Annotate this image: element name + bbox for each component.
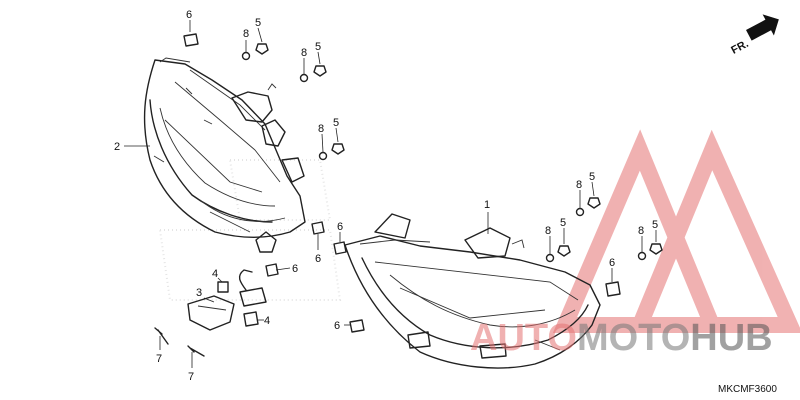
callout-1-headlight-right: 1 — [484, 199, 490, 211]
watermark-hub: HUB — [690, 317, 772, 359]
callout-5-e: 5 — [589, 171, 595, 183]
callout-8-d: 8 — [545, 225, 551, 237]
diagram-code: MKCMF3600 — [718, 384, 777, 395]
front-direction-label: FR. — [729, 38, 750, 57]
watermark-text: AUTOMOTOHUB — [470, 317, 773, 359]
grommet-clip-lower — [349, 319, 365, 333]
callout-2-headlight-left: 2 — [114, 141, 120, 153]
callout-6-d: 6 — [292, 263, 298, 275]
grommet-clips-left — [265, 221, 347, 277]
callout-6-c: 6 — [337, 221, 343, 233]
watermark-auto: AUTO — [470, 317, 577, 359]
callout-8-f: 8 — [638, 225, 644, 237]
callout-8-b: 8 — [301, 47, 307, 59]
bolt-washer-group-right — [545, 197, 663, 297]
watermark-logo — [552, 129, 800, 333]
callout-5-b: 5 — [315, 41, 321, 53]
callout-5-c: 5 — [333, 117, 339, 129]
leader-lines — [124, 20, 657, 368]
callout-8-c: 8 — [318, 123, 324, 135]
callout-8-e: 8 — [576, 179, 582, 191]
callout-6-top: 6 — [186, 9, 192, 21]
front-direction-indicator — [746, 14, 779, 41]
background-pattern — [158, 159, 342, 301]
callout-3-harness: 3 — [196, 287, 202, 299]
callout-5-a: 5 — [255, 17, 261, 29]
callout-5-d: 5 — [560, 217, 566, 229]
bolt-washer-group-left — [241, 43, 345, 161]
headlight-left-assembly — [143, 57, 306, 253]
callout-6-f: 6 — [609, 257, 615, 269]
callout-4-b: 4 — [264, 315, 270, 327]
callout-5-f: 5 — [652, 219, 658, 231]
callout-4-a: 4 — [212, 268, 218, 280]
grommet-clip-top — [183, 33, 199, 47]
callout-8-a: 8 — [243, 28, 249, 40]
callout-6-b: 6 — [315, 253, 321, 265]
harness-unit — [154, 269, 267, 357]
watermark-moto: MOTO — [577, 317, 690, 359]
callout-7-a: 7 — [156, 353, 162, 365]
callout-6-e: 6 — [334, 320, 340, 332]
callout-7-b: 7 — [188, 371, 194, 383]
headlight-right-assembly — [344, 213, 601, 369]
